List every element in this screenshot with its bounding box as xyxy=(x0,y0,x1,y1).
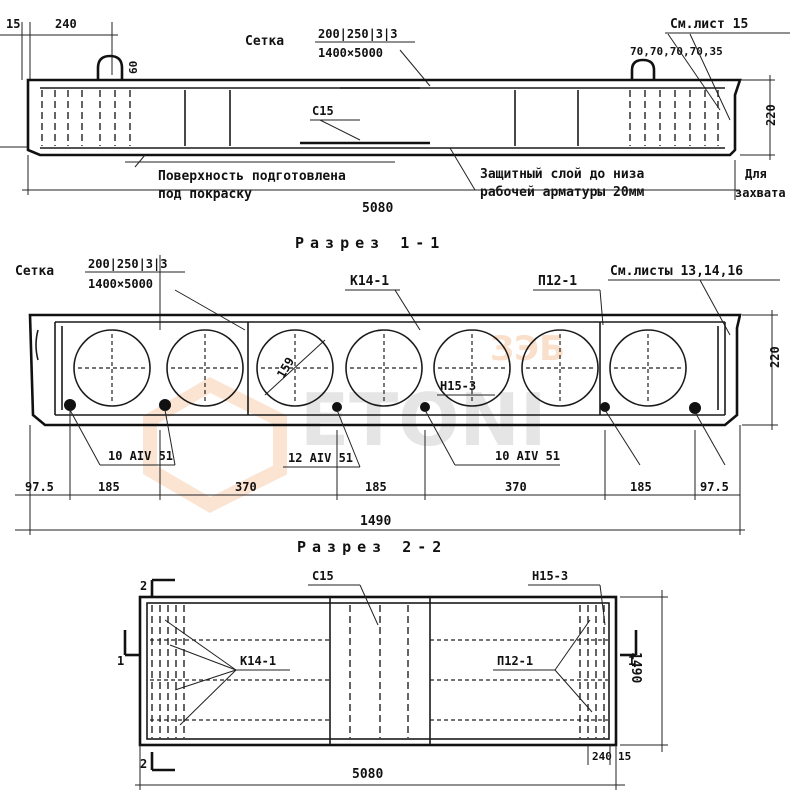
s2-mark-1-left: 1 xyxy=(117,654,124,668)
s1-see-sheets: См.листы 13,14,16 xyxy=(610,264,743,279)
top-cover-note-1: Защитный слой до низа xyxy=(480,167,645,182)
top-dim-5080: 5080 xyxy=(362,201,393,216)
s2-dim-1490: 1490 xyxy=(628,652,643,683)
circular-voids xyxy=(73,329,687,407)
s2-h15-label: Н15-3 xyxy=(532,569,568,583)
void-4 xyxy=(345,329,423,407)
void-5 xyxy=(433,329,511,407)
section-1-1: Разрез 1-1 Сетка 200|250|3|3 1400×5000 К… xyxy=(15,234,782,535)
s1-dim-220: 220 xyxy=(768,346,782,368)
s1-mesh-spec-bottom: 1400×5000 xyxy=(88,277,153,291)
stirrups-left xyxy=(41,90,231,146)
top-view: 15 240 Сетка 200|250|3|3 1400×5000 См.ли… xyxy=(0,17,790,216)
void-6 xyxy=(521,329,599,407)
void-7 xyxy=(609,329,687,407)
s2-k14-label: К14-1 xyxy=(240,654,276,668)
s2-mark-2-bottom: 2 xyxy=(140,757,147,771)
s1-mesh-spec-top: 200|250|3|3 xyxy=(88,257,167,271)
rebar-dot-1 xyxy=(64,399,76,411)
rebar-dot-4 xyxy=(420,402,430,412)
top-surface-note-2: под покраску xyxy=(158,187,252,202)
s1-k14-label: К14-1 xyxy=(350,274,389,289)
s1-h15-label: Н15-3 xyxy=(440,379,476,393)
s1-rebar-left: 10 AIV 51 xyxy=(108,449,173,463)
s2-mark-2-top: 2 xyxy=(140,579,147,593)
s1-rebar-mid: 12 AIV 51 xyxy=(288,451,353,465)
watermark: ЗЭБ ETONI xyxy=(143,329,565,513)
s1-diam-159: 159 xyxy=(274,355,297,381)
section-2-outline xyxy=(138,595,618,747)
s1-p12-label: П12-1 xyxy=(538,274,577,289)
s1-dim-97-5-left: 97.5 xyxy=(25,480,54,494)
s1-mesh-label: Сетка xyxy=(15,264,54,279)
rebar-dot-5 xyxy=(600,402,610,412)
top-grip-note-1: Для xyxy=(745,167,767,181)
end-zone-left xyxy=(150,605,330,738)
top-dim-15: 15 xyxy=(6,17,20,31)
lifting-loop-right xyxy=(630,58,656,80)
section-2-title: Разрез 2-2 xyxy=(297,538,447,556)
section-2-2: Разрез 2-2 2 2 1 1 xyxy=(117,538,668,790)
s2-mark-1-right: 1 xyxy=(628,654,635,668)
beam-outline xyxy=(26,78,742,157)
void-1 xyxy=(73,329,151,407)
rebar-dots xyxy=(64,399,701,414)
top-surface-note-1: Поверхность подготовлена xyxy=(158,169,346,184)
void-2 xyxy=(166,329,244,407)
s2-dim-240: 240 xyxy=(592,750,612,763)
watermark-logo-hexagon xyxy=(143,377,287,513)
top-dim-60: 60 xyxy=(127,61,140,74)
s1-dim-97-5-right: 97.5 xyxy=(700,480,729,494)
top-mesh-label: Сетка xyxy=(245,34,284,49)
s1-dim-185-1: 185 xyxy=(98,480,120,494)
top-dim-220: 220 xyxy=(764,104,778,126)
s1-dim-185-2: 185 xyxy=(365,480,387,494)
end-zone-right xyxy=(430,605,608,738)
s2-p12-label: П12-1 xyxy=(497,654,533,668)
s1-dim-370-1: 370 xyxy=(235,480,257,494)
s1-rebar-right: 10 AIV 51 xyxy=(495,449,560,463)
stirrups-right xyxy=(514,90,719,146)
s1-dim-total: 1490 xyxy=(360,514,391,529)
top-dim-240: 240 xyxy=(55,17,77,31)
top-c15-label: С15 xyxy=(312,104,334,118)
rebar-dot-6 xyxy=(689,402,701,414)
s2-c15-label: С15 xyxy=(312,569,334,583)
top-see-sheet: См.лист 15 xyxy=(670,17,748,32)
top-mesh-spec-bottom: 1400×5000 xyxy=(318,46,383,60)
s2-dim-5080: 5080 xyxy=(352,767,383,782)
top-cover-note-2: рабочей арматуры 20мм xyxy=(480,185,645,200)
rebar-dot-3 xyxy=(332,402,342,412)
section-1-outline xyxy=(28,313,742,427)
rebar-dot-2 xyxy=(159,399,171,411)
s1-dim-185-3: 185 xyxy=(630,480,652,494)
lifting-loop-left xyxy=(96,54,124,80)
s2-dim-15: 15 xyxy=(618,750,631,763)
section-1-title: Разрез 1-1 xyxy=(295,234,445,252)
s1-dim-370-2: 370 xyxy=(505,480,527,494)
void-3 xyxy=(256,329,334,407)
top-mesh-spec-top: 200|250|3|3 xyxy=(318,27,397,41)
top-grip-note-2: захвата xyxy=(735,186,786,200)
